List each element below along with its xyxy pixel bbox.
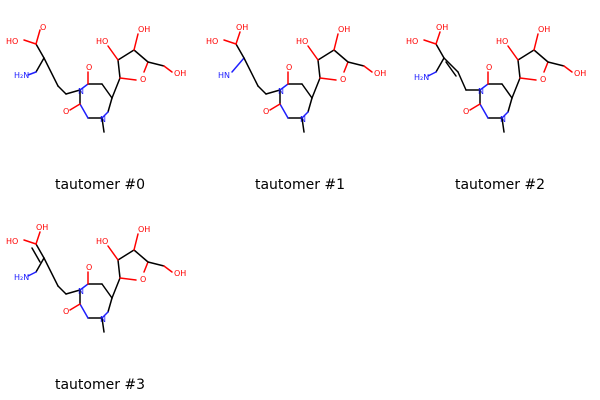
atom-o: O [140,275,146,284]
atom-h2n: H₂N [14,71,29,80]
molecule-drawing-0: HO O H₂N N N O O O OH HO OH [6,23,186,133]
atom-oh: OH [138,225,150,234]
atom-o: O [63,107,69,116]
atom-o: O [286,63,292,72]
atom-n: N [100,115,106,124]
atom-n: N [100,315,106,324]
atom-n: N [500,115,506,124]
atom-o: O [463,107,469,116]
atom-n: N [78,287,84,296]
tautomer-label: tautomer #3 [54,377,146,393]
atom-n: N [278,87,284,96]
atom-oh: OH [36,223,48,232]
tautomer-label: tautomer #0 [54,177,146,193]
tautomer-label: tautomer #2 [454,177,546,193]
atom-h2n: H₂N [14,273,29,282]
molecule-drawing-3: HO OH H₂N N N O O O OH HO OH [6,223,186,333]
molecule-drawing-1: HO OH HN N N O O O OH HO OH [206,23,386,133]
atom-h2n: H₂N [414,73,429,82]
atom-oh: HO [6,37,18,46]
atom-oh: OH [538,25,550,34]
tautomer-cell-1: HO OH HN N N O O O OH HO OH tautomer #1 [200,0,400,200]
tautomer-cell-0: HO O H₂N N N O O O OH HO OH tautomer #0 [0,0,200,200]
atom-n: N [78,87,84,96]
atom-oh: OH [174,269,186,278]
atom-hn: HN [218,71,230,80]
atom-ho: HO [406,37,418,46]
atom-oh: OH [436,23,448,32]
atom-n: N [300,115,306,124]
atom-oh: OH [374,69,386,78]
atom-o: O [140,75,146,84]
atom-o: O [86,63,92,72]
tautomer-cell-2: HO OH H₂N N N O O O OH HO OH tautomer #2 [400,0,600,200]
tautomer-cell-3: HO OH H₂N N N O O O OH HO OH tautomer #3 [0,200,200,400]
atom-o: O [86,263,92,272]
atom-n: N [478,87,484,96]
molecule-drawing-2: HO OH H₂N N N O O O OH HO OH [406,23,586,133]
atom-ho: HO [6,237,18,246]
atom-ho: HO [96,237,108,246]
atom-oh: OH [338,25,350,34]
atom-o: O [63,307,69,316]
atom-oh: OH [138,25,150,34]
atom-o: O [486,63,492,72]
tautomer-label: tautomer #1 [254,177,346,193]
atom-ho: HO [296,37,308,46]
atom-ho: HO [496,37,508,46]
atom-ho: HO [96,37,108,46]
atom-oh: OH [174,69,186,78]
atom-ho: HO [206,37,218,46]
atom-o: O [40,23,46,32]
atom-o: O [540,75,546,84]
atom-oh: OH [236,23,248,32]
atom-oh: OH [574,69,586,78]
atom-o: O [263,107,269,116]
atom-o: O [340,75,346,84]
